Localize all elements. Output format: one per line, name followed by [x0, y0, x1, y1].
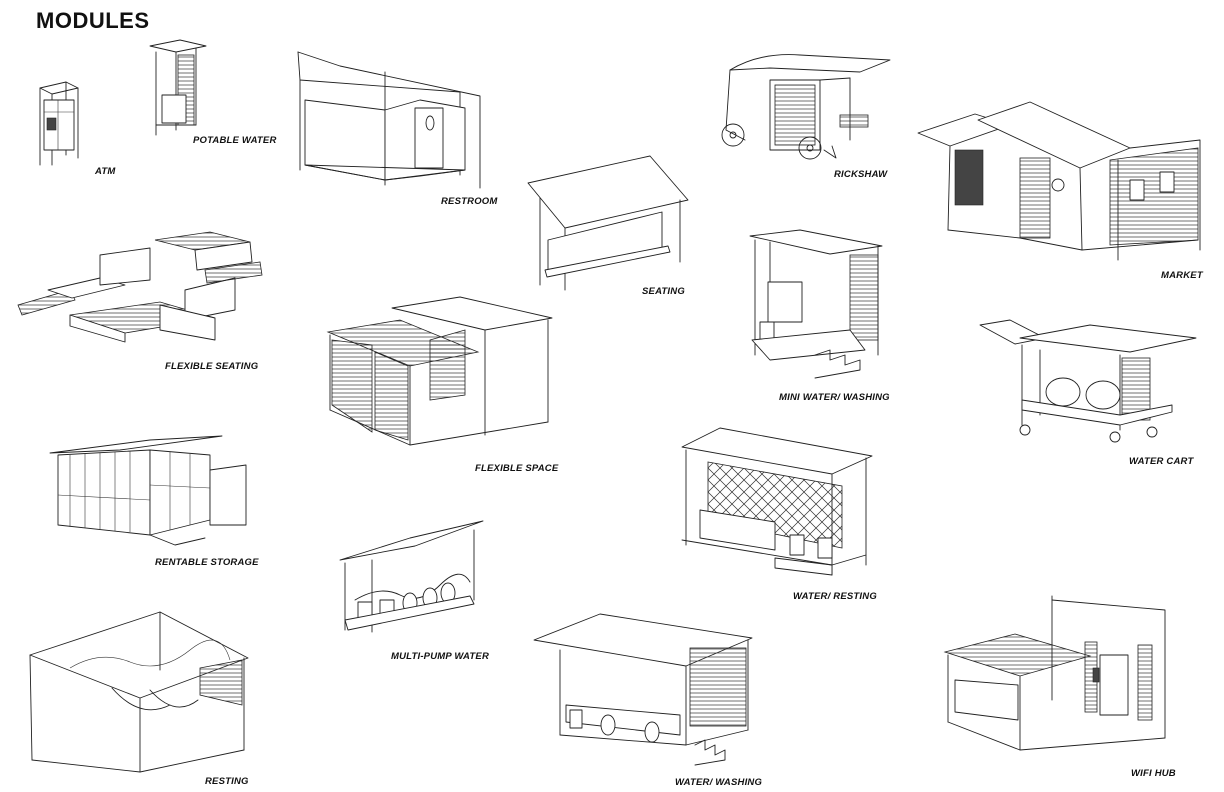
wifi-hub-module — [943, 595, 1166, 751]
label-flexible-space: FLEXIBLE SPACE — [475, 463, 559, 474]
label-rickshaw: RICKSHAW — [834, 169, 888, 180]
label-water-cart: WATER CART — [1129, 456, 1194, 467]
label-potable-water: POTABLE WATER — [193, 135, 277, 146]
flexible-space-module — [326, 296, 553, 446]
water-washing-module — [533, 613, 753, 766]
water-cart-module — [979, 319, 1197, 443]
label-flexible-seating: FLEXIBLE SEATING — [165, 361, 259, 372]
seating-module — [527, 155, 689, 291]
flexible-seating-module — [17, 231, 263, 343]
multi-pump-water-module — [339, 520, 484, 633]
water-resting-module — [681, 427, 873, 576]
label-rentable-storage: RENTABLE STORAGE — [155, 557, 259, 568]
restroom-module — [297, 51, 481, 189]
rentable-storage-module — [49, 435, 247, 546]
label-atm: ATM — [95, 166, 116, 177]
potable-water-module — [149, 39, 207, 136]
label-resting: RESTING — [205, 776, 249, 787]
label-wifi-hub: WIFI HUB — [1131, 768, 1176, 779]
label-multi-pump-water: MULTI-PUMP WATER — [391, 651, 490, 662]
label-mini-water-washing: MINI WATER/ WASHING — [779, 392, 890, 403]
market-module — [917, 101, 1201, 261]
page-title: MODULES — [36, 8, 150, 33]
label-restroom: RESTROOM — [441, 196, 498, 207]
rickshaw-module — [721, 54, 891, 160]
mini-water-washing-module — [749, 229, 883, 379]
label-market: MARKET — [1161, 270, 1203, 281]
resting-module — [29, 611, 249, 773]
atm-module — [39, 81, 79, 166]
label-water-washing: WATER/ WASHING — [675, 777, 763, 788]
label-water-resting: WATER/ RESTING — [793, 591, 877, 602]
label-seating: SEATING — [642, 286, 685, 297]
